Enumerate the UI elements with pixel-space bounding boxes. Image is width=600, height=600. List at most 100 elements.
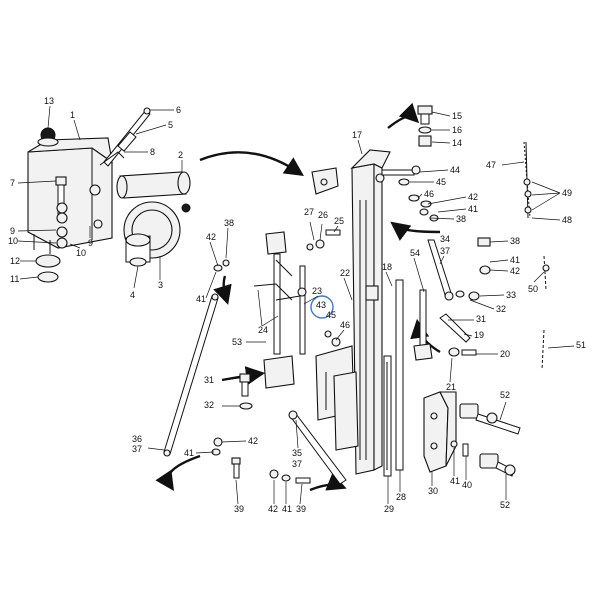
label-21: 21: [446, 382, 456, 392]
leader-line: [357, 139, 363, 155]
link-54: [413, 289, 433, 361]
label-23: 23: [312, 286, 322, 296]
main-column: [350, 149, 391, 475]
arrow-bracket-left: [213, 275, 232, 305]
label-8: 8: [150, 147, 155, 157]
label-12: 12: [10, 256, 20, 266]
gearbox-housing: [27, 127, 113, 254]
cable-end-upper: [459, 403, 521, 435]
leader-line: [209, 241, 219, 267]
label-15: 15: [452, 111, 462, 121]
cable-47: [523, 141, 532, 219]
label-41c: 41: [510, 255, 520, 265]
leader-line: [547, 345, 575, 349]
label-13: 13: [44, 96, 54, 106]
label-54: 54: [410, 248, 420, 258]
chain-50: [542, 255, 550, 291]
label-51: 51: [576, 340, 586, 350]
label-10a: 10: [8, 236, 18, 246]
leader-line: [429, 217, 455, 220]
label-41d: 41: [184, 448, 194, 458]
label-27: 27: [304, 207, 314, 217]
arrow-lower-right: [309, 472, 347, 492]
leader-line: [463, 333, 473, 337]
bracket-30: [423, 391, 457, 473]
leader-line: [479, 294, 505, 297]
hinge-rail-29: [383, 355, 392, 477]
label-41e: 41: [282, 504, 292, 514]
label-50: 50: [528, 284, 538, 294]
label-37b: 37: [132, 444, 142, 454]
part-labels: 13 1 6 5 8 2 7 9 10 9 10 12 11 4 3 15 16…: [8, 96, 586, 514]
label-45a: 45: [436, 177, 446, 187]
label-37a: 37: [440, 246, 450, 256]
label-39a: 39: [234, 504, 244, 514]
label-9b: 9: [88, 238, 93, 248]
leader-line: [17, 240, 57, 244]
leader-line: [261, 315, 279, 327]
leader-line: [531, 192, 561, 211]
label-39b: 39: [296, 504, 306, 514]
label-1: 1: [70, 110, 75, 120]
label-46b: 46: [340, 320, 350, 330]
leader-line: [147, 447, 165, 451]
label-30: 30: [428, 486, 438, 496]
leader-line: [469, 299, 495, 310]
top-bracket: [311, 165, 421, 195]
label-40: 40: [462, 480, 472, 490]
leader-line: [427, 196, 467, 205]
leader-line: [489, 240, 509, 243]
rod-23: [297, 265, 307, 355]
leader-line: [19, 276, 39, 280]
leader-line: [257, 289, 263, 327]
leader-line: [335, 329, 345, 341]
leader-line: [431, 111, 451, 117]
leader-line: [319, 223, 323, 241]
rod-34: [427, 239, 454, 301]
label-46a: 46: [424, 189, 434, 199]
arrow-lower-left: [155, 454, 201, 491]
label-2: 2: [178, 150, 183, 160]
leader-line: [531, 181, 561, 194]
spring-arm: [253, 231, 301, 389]
label-42c: 42: [510, 266, 520, 276]
label-42b: 42: [206, 232, 216, 242]
label-41f: 41: [450, 476, 460, 486]
label-9a: 9: [10, 226, 15, 236]
long-rod-36: [163, 293, 219, 457]
leader-line: [437, 208, 467, 213]
leader-line: [309, 221, 315, 241]
label-25: 25: [334, 216, 344, 226]
label-45b: 45: [326, 310, 336, 320]
leader-line: [501, 161, 525, 166]
output-shaft: [116, 171, 191, 213]
label-53: 53: [232, 337, 242, 347]
leader-lines: [17, 105, 575, 505]
label-52a: 52: [500, 390, 510, 400]
leader-line: [343, 277, 353, 301]
leader-line: [531, 192, 561, 196]
leader-line: [439, 255, 445, 265]
label-4: 4: [130, 290, 135, 300]
bolt-15-group: [417, 105, 433, 147]
label-41b: 41: [196, 294, 206, 304]
arrow-housing-to-column: [199, 151, 304, 176]
label-32a: 32: [496, 304, 506, 314]
label-38b: 38: [224, 218, 234, 228]
leader-line: [135, 124, 167, 135]
leader-line: [225, 227, 229, 259]
leader-line: [489, 259, 509, 263]
leader-line: [69, 243, 81, 249]
arrow-top-bolt: [387, 102, 420, 129]
leader-line: [531, 217, 561, 221]
leader-line: [73, 119, 81, 141]
label-38a: 38: [456, 214, 466, 224]
highlight-ring: [310, 295, 334, 319]
cable-end-lower: [479, 453, 516, 477]
label-5: 5: [168, 120, 173, 130]
shift-lever: [99, 107, 151, 167]
label-28: 28: [396, 492, 406, 502]
label-29: 29: [384, 504, 394, 514]
label-10b: 10: [76, 248, 86, 258]
